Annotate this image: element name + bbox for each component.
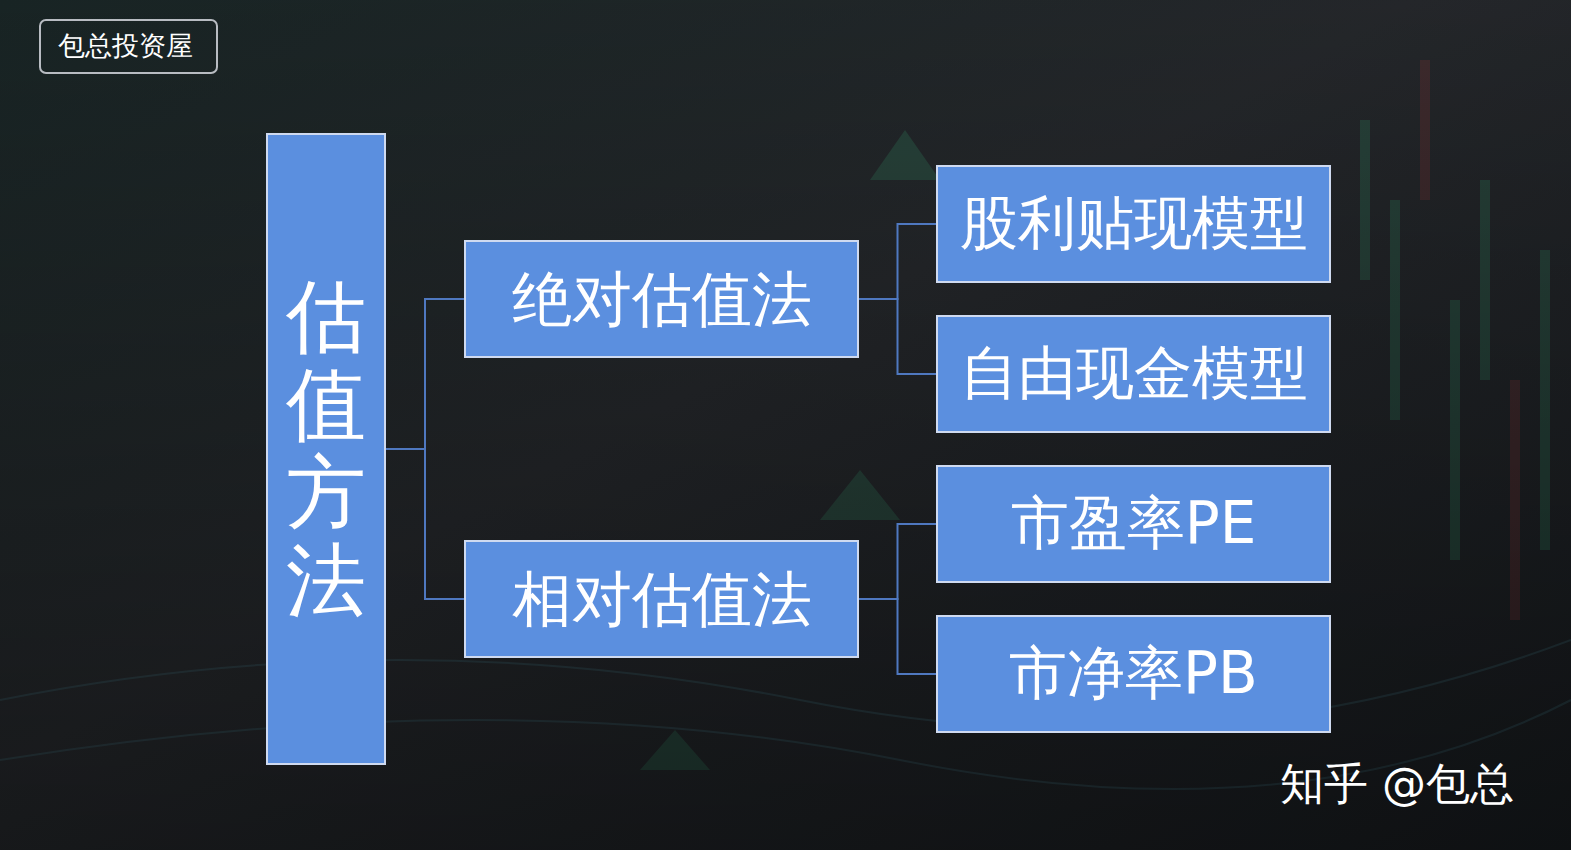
connector xyxy=(859,524,936,599)
watermark: 知乎 @包总 xyxy=(1280,755,1514,814)
node-label: 自由现金模型 xyxy=(960,342,1308,406)
connector xyxy=(386,299,464,449)
node-label: 市净率PB xyxy=(1009,642,1258,706)
method-box: 市盈率PE xyxy=(936,465,1331,583)
method-box: 股利贴现模型 xyxy=(936,165,1331,283)
node-label: 市盈率PE xyxy=(1011,492,1257,556)
node-label: 相对估值法 xyxy=(512,566,812,632)
connector xyxy=(859,299,936,374)
connector xyxy=(859,599,936,674)
category-box: 绝对估值法 xyxy=(464,240,859,358)
method-box: 市净率PB xyxy=(936,615,1331,733)
node-label: 估值方法 xyxy=(286,273,366,625)
category-box: 相对估值法 xyxy=(464,540,859,658)
connector xyxy=(386,449,464,599)
method-box: 自由现金模型 xyxy=(936,315,1331,433)
badge-frame xyxy=(40,20,217,73)
root-box: 估值方法 xyxy=(266,133,386,765)
connector xyxy=(859,224,936,299)
badge-text: 包总投资屋 xyxy=(58,28,193,64)
node-label: 股利贴现模型 xyxy=(960,192,1308,256)
node-label: 绝对估值法 xyxy=(512,266,812,332)
